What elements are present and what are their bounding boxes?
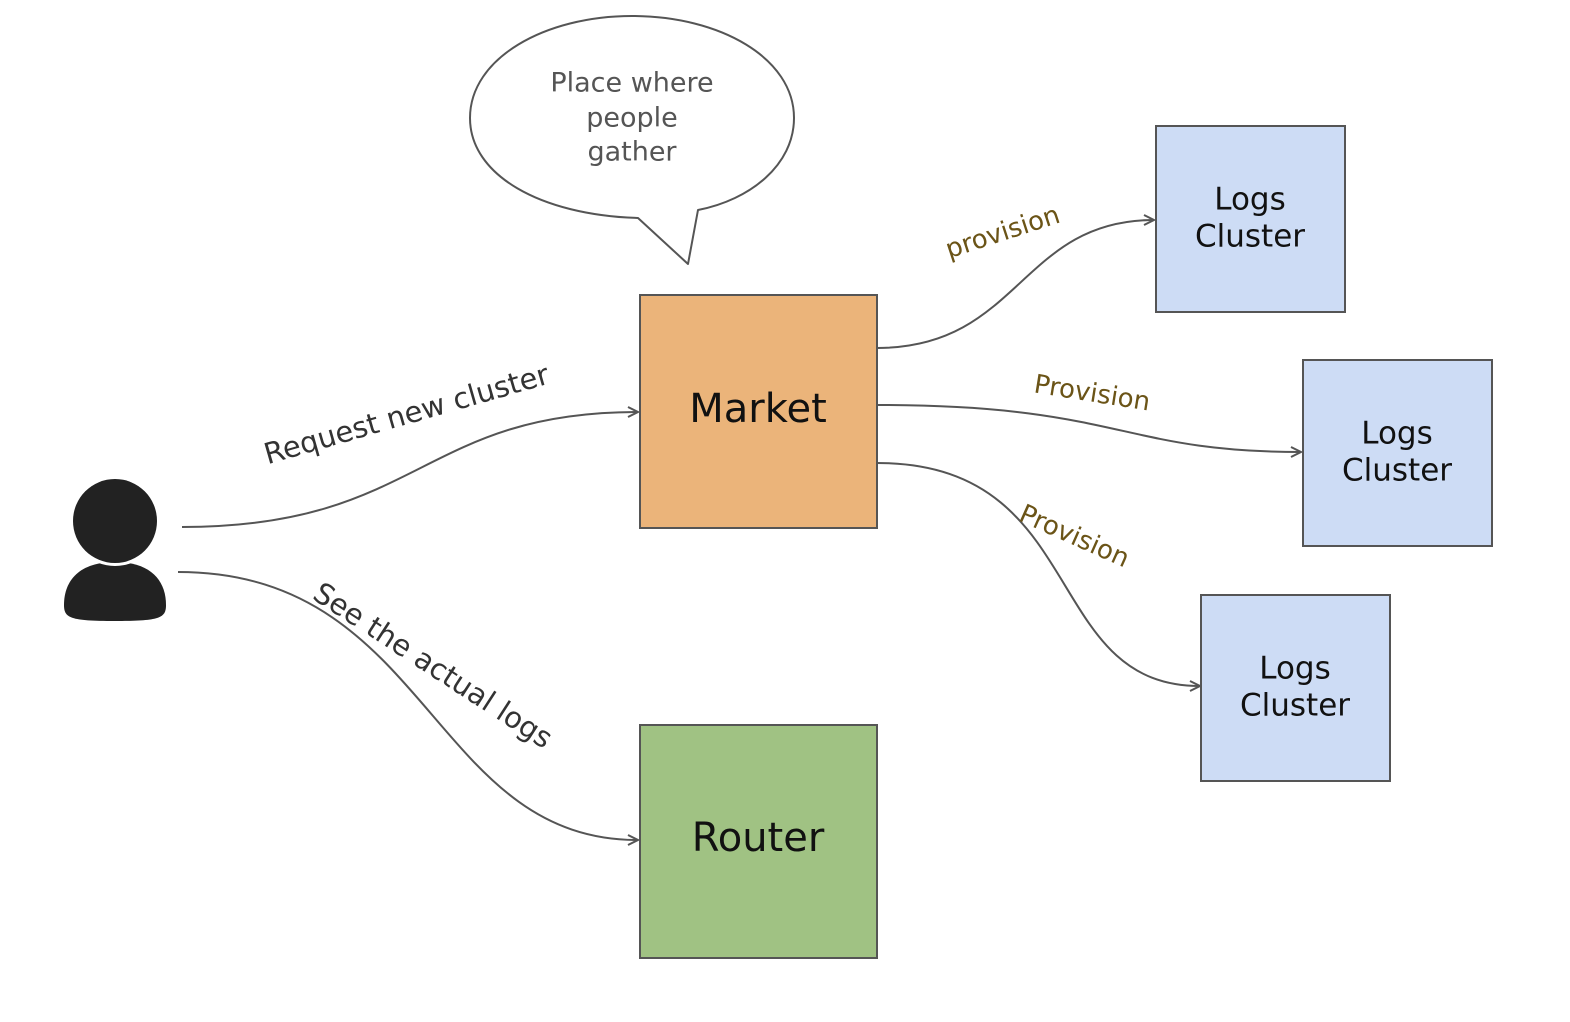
- edge-user-to-router: [177, 571, 638, 840]
- speech-bubble: Place where people gather: [469, 15, 795, 265]
- logs-cluster-box-3[interactable]: [1200, 594, 1391, 782]
- logs-cluster-1-label-line-1: Logs: [1214, 182, 1286, 218]
- edge-market-to-logs-cluster-2: [876, 404, 1301, 452]
- logs-cluster-node-2[interactable]: Logs Cluster: [1302, 359, 1493, 547]
- logs-cluster-2-label-line-1: Logs: [1361, 416, 1433, 452]
- edge-market-to-logs-cluster-1: [876, 220, 1154, 349]
- user-icon: [64, 476, 166, 621]
- bubble-text-line-2: people: [586, 103, 678, 134]
- edge-market-to-logs-cluster-3: [876, 462, 1200, 686]
- router-box[interactable]: [639, 724, 878, 959]
- logs-cluster-1-label-line-2: Cluster: [1195, 219, 1305, 255]
- market-node[interactable]: Market: [639, 294, 878, 529]
- edge-label-provision-2: Provision: [1032, 370, 1152, 418]
- edge-user-to-market: [181, 412, 638, 528]
- market-box[interactable]: [639, 294, 878, 529]
- logs-cluster-3-label-line-1: Logs: [1259, 651, 1331, 687]
- logs-cluster-3-label-line-2: Cluster: [1240, 688, 1350, 724]
- user-icon-body: [64, 562, 166, 621]
- market-label: Market: [689, 386, 827, 432]
- logs-cluster-2-label-line-2: Cluster: [1342, 453, 1452, 489]
- edge-label-provision-1: provision: [942, 200, 1064, 265]
- router-label: Router: [692, 815, 825, 861]
- bubble-text-line-3: gather: [587, 137, 677, 168]
- router-node[interactable]: Router: [639, 724, 878, 959]
- speech-bubble-shape: [469, 15, 795, 265]
- logs-cluster-node-1[interactable]: Logs Cluster: [1155, 125, 1346, 313]
- bubble-text-line-1: Place where: [550, 68, 713, 99]
- logs-cluster-box-1[interactable]: [1155, 125, 1346, 313]
- edge-label-see-the-actual-logs: See the actual logs: [307, 575, 559, 755]
- logs-cluster-box-2[interactable]: [1302, 359, 1493, 547]
- logs-cluster-node-3[interactable]: Logs Cluster: [1200, 594, 1391, 782]
- edge-label-request-new-cluster: Request new cluster: [260, 357, 553, 471]
- user-icon-head: [73, 479, 157, 563]
